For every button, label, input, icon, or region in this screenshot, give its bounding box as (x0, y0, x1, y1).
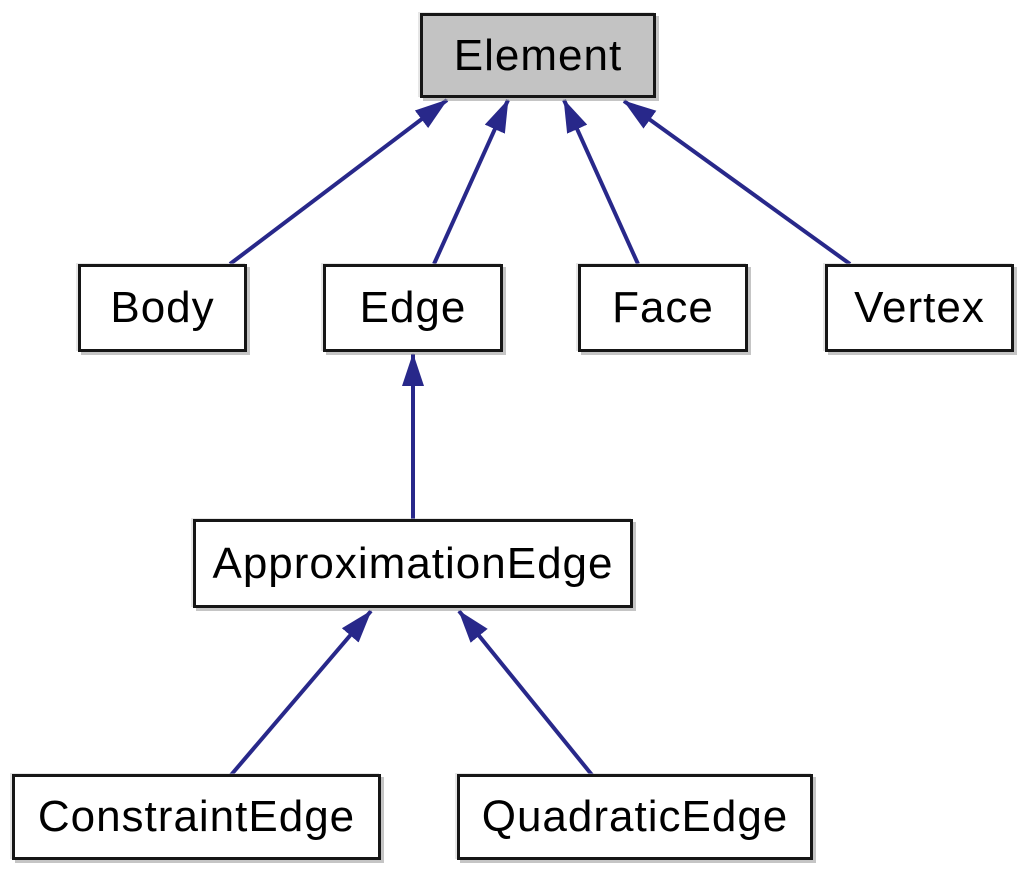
node-vertex-label: Vertex (854, 283, 985, 332)
inheritance-arrow-vertex-to-element (622, 99, 852, 266)
node-edge-label: Edge (359, 283, 467, 332)
node-element-label: Element (453, 30, 623, 80)
node-edge[interactable]: Edge (323, 264, 503, 352)
inheritance-arrow-quadraticedge-to-approximationedge (457, 609, 594, 777)
node-face-label: Face (612, 283, 714, 332)
inheritance-arrow-face-to-element (562, 99, 640, 265)
node-vertex[interactable]: Vertex (825, 264, 1014, 352)
node-body-label: Body (110, 283, 215, 332)
inheritance-arrow-edge-to-element (432, 99, 510, 265)
node-approximation-edge-label: ApproximationEdge (212, 538, 614, 588)
node-body[interactable]: Body (78, 264, 247, 352)
node-quadratic-edge[interactable]: QuadraticEdge (457, 774, 813, 860)
node-quadratic-edge-label: QuadraticEdge (481, 792, 789, 841)
node-element[interactable]: Element (420, 13, 656, 98)
inheritance-arrow-body-to-element (228, 98, 449, 266)
node-constraint-edge-label: ConstraintEdge (37, 792, 356, 841)
inheritance-arrow-constraintedge-to-approximationedge (229, 609, 373, 777)
node-face[interactable]: Face (578, 264, 748, 352)
node-constraint-edge[interactable]: ConstraintEdge (12, 774, 381, 860)
node-approximation-edge[interactable]: ApproximationEdge (193, 519, 633, 608)
